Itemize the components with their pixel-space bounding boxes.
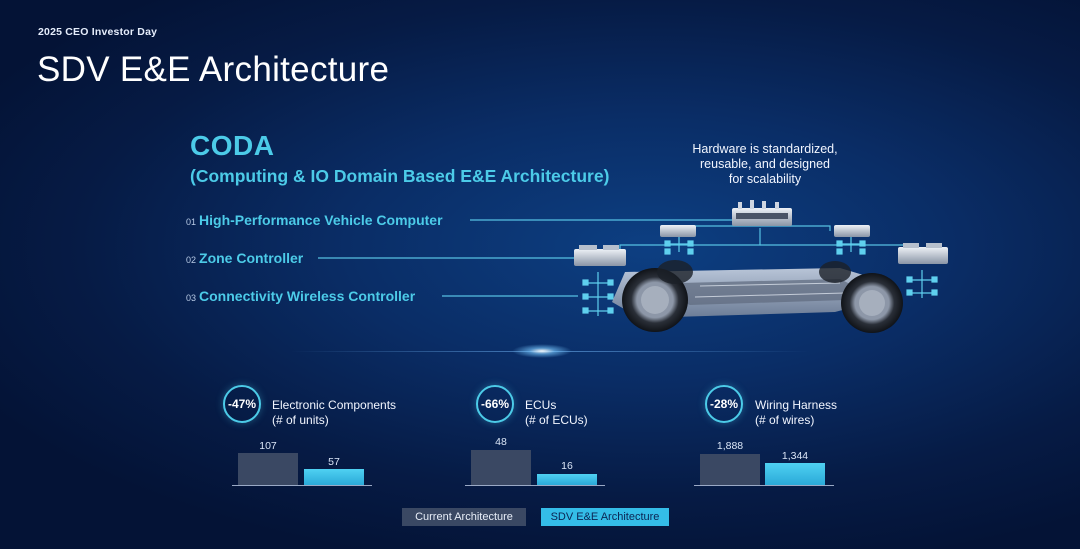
component-number: 03 — [186, 293, 197, 303]
chart-baseline — [465, 485, 605, 486]
current-value-label: 107 — [259, 440, 277, 452]
current-architecture-bar — [700, 454, 760, 485]
io-branch-center-left — [664, 236, 694, 255]
event-label: 2025 CEO Investor Day — [38, 26, 158, 38]
sdv-architecture-bar — [304, 469, 364, 485]
sdv-architecture-bar — [765, 463, 825, 485]
page-title: SDV E&E Architecture — [37, 50, 390, 89]
legend-sdv-architecture: SDV E&E Architecture — [541, 508, 669, 526]
divider-glow — [512, 344, 572, 358]
vehicle-wheels — [622, 260, 903, 333]
current-architecture-bar — [238, 453, 298, 485]
component-number: 01 — [186, 217, 197, 227]
sdv-architecture-bar — [537, 474, 597, 485]
coda-title: CODA — [190, 130, 275, 161]
coda-subtitle: (Computing & IO Domain Based E&E Archite… — [190, 166, 610, 186]
current-architecture-bar — [471, 450, 531, 485]
sdv-value-label: 57 — [328, 456, 340, 468]
io-branch-icons — [582, 236, 938, 316]
hardware-note: Hardware is standardized, reusable, and … — [660, 142, 870, 187]
current-value-label: 48 — [495, 436, 507, 448]
stat-label-title: ECUs — [525, 398, 557, 412]
io-branch-left — [582, 272, 614, 316]
stat-label-unit: (# of wires) — [755, 413, 815, 427]
component-label: Connectivity Wireless Controller — [199, 288, 416, 304]
current-value-label: 1,888 — [716, 440, 744, 452]
stat-label-title: Electronic Components — [272, 398, 397, 412]
sdv-value-label: 1,344 — [781, 450, 809, 462]
stat-label: Electronic Components (# of units) — [272, 398, 396, 428]
chart-baseline — [694, 485, 834, 486]
stat-label: ECUs (# of ECUs) — [525, 398, 588, 428]
io-branch-right — [906, 270, 938, 298]
vehicle-computer-module — [732, 200, 792, 226]
component-label: High-Performance Vehicle Computer — [199, 212, 443, 228]
chart-baseline — [232, 485, 372, 486]
hardware-note-line: Hardware is standardized, — [692, 142, 838, 156]
component-number: 02 — [186, 255, 197, 265]
reduction-badge: -47% — [223, 385, 261, 423]
reduction-badge: -28% — [705, 385, 743, 423]
stat-label: Wiring Harness (# of wires) — [755, 398, 837, 428]
sdv-value-label: 16 — [561, 460, 573, 472]
stat-label-unit: (# of ECUs) — [525, 413, 588, 427]
legend-current-architecture: Current Architecture — [402, 508, 526, 526]
reduction-badge: -66% — [476, 385, 514, 423]
component-label: Zone Controller — [199, 250, 304, 266]
hardware-note-line: for scalability — [728, 172, 802, 186]
io-branch-center-right — [836, 236, 866, 255]
zone-controller-modules — [574, 225, 948, 266]
stat-label-unit: (# of units) — [272, 413, 329, 427]
hardware-note-line: reusable, and designed — [700, 157, 830, 171]
stat-label-title: Wiring Harness — [755, 398, 838, 412]
